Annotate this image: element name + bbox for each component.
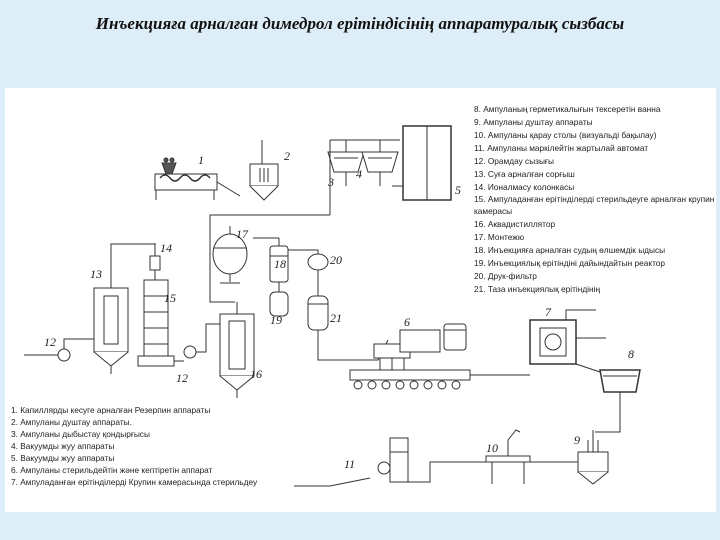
- apparatus-15: [137, 279, 175, 367]
- legend-left-item: 6. Ампуланы стерильдейтін және кептіреті…: [11, 465, 213, 475]
- apparatus-10: [485, 429, 578, 484]
- apparatus-9: [577, 430, 609, 485]
- label-6: 6: [404, 315, 410, 329]
- apparatus-17: [209, 226, 248, 303]
- label-4: 4: [356, 167, 362, 181]
- apparatus-12: [24, 323, 226, 362]
- legend-right-item: 18. Инъекцияға арналған судың өлшемдік ы…: [474, 245, 665, 255]
- label-2: 2: [284, 149, 290, 163]
- label-7: 7: [545, 305, 552, 319]
- legend-right-item: камерасы: [474, 206, 512, 216]
- legend-right-item: 17. Монтежю: [474, 232, 524, 242]
- apparatus-16: [219, 302, 255, 398]
- label-10: 10: [486, 441, 498, 455]
- legend-left-item: 5. Вакуумды жуу аппараты: [11, 453, 114, 463]
- label-15: 15: [164, 291, 176, 305]
- legend-left-item: 4. Вакуумды жуу аппараты: [11, 441, 114, 451]
- legend-right-item: 10. Ампуланы қарау столы (визуальді бақы…: [474, 130, 657, 140]
- apparatus-11: [294, 437, 486, 487]
- label-9: 9: [574, 433, 580, 447]
- legend-right-item: 9. Ампуланы душтау аппараты: [474, 117, 593, 127]
- legend-right-item: 15. Ампуладанған ерітінділерді стерильде…: [474, 194, 714, 204]
- label-8: 8: [628, 347, 634, 361]
- label-12b: 12: [176, 371, 188, 385]
- legend-right-item: 14. Ионалмасу колонкасы: [474, 182, 574, 192]
- apparatus-5: [392, 125, 452, 201]
- apparatus-3-4: [327, 139, 400, 215]
- legend-left-item: 2. Ампуланы душтау аппараты.: [11, 417, 132, 427]
- label-12a: 12: [44, 335, 56, 349]
- apparatus-1: [154, 157, 241, 200]
- legend-right-item: 20. Друк-фильтр: [474, 271, 537, 281]
- label-20: 20: [330, 253, 342, 267]
- label-18: 18: [274, 257, 286, 271]
- label-14: 14: [160, 241, 172, 255]
- label-3: 3: [327, 175, 334, 189]
- apparatus-2: [249, 140, 279, 201]
- label-16: 16: [250, 367, 262, 381]
- label-13: 13: [90, 267, 102, 281]
- legend-right-item: 12. Орамдау сызығы: [474, 156, 554, 166]
- apparatus-14: [149, 243, 161, 280]
- legend-right-item: 11. Ампуланы маркілейтін жартылай автома…: [474, 143, 648, 153]
- label-17: 17: [236, 227, 249, 241]
- apparatus-6: [349, 323, 471, 390]
- label-19: 19: [270, 313, 282, 327]
- legend-right-item: 21. Таза инъекциялық ерітіндінің: [474, 284, 600, 294]
- label-11: 11: [344, 457, 355, 471]
- label-21: 21: [330, 311, 342, 325]
- apparatus-18-19: [253, 237, 289, 317]
- legend-right-item: 8. Ампуланың герметикалығын тексеретін в…: [474, 104, 661, 114]
- apparatus-13: [93, 243, 155, 374]
- label-1: 1: [198, 153, 204, 167]
- page-title: Инъекцияға арналған димедрол ерітіндісін…: [95, 14, 625, 33]
- legend-left-item: 1. Капиллярды кесуге арналған Резерпин а…: [11, 405, 210, 415]
- legend-left-item: 3. Ампуланы дыбыстау қондырғысы: [11, 429, 150, 439]
- label-5: 5: [455, 183, 461, 197]
- legend-right-item: 19. Инъекциялық ерітіндіні дайындайтын р…: [474, 258, 665, 268]
- pipe-top: [209, 214, 330, 230]
- legend-right-item: 16. Аквадистиллятор: [474, 219, 555, 229]
- legend-right-item: 13. Суға арналған сорғыш: [474, 169, 575, 179]
- apparatus-20-21: [288, 249, 389, 361]
- apparatus-8: [575, 363, 641, 433]
- legend-left-item: 7. Ампуладанған ерітінділерді Крупин кам…: [11, 477, 258, 487]
- apparatus-7: [470, 309, 606, 376]
